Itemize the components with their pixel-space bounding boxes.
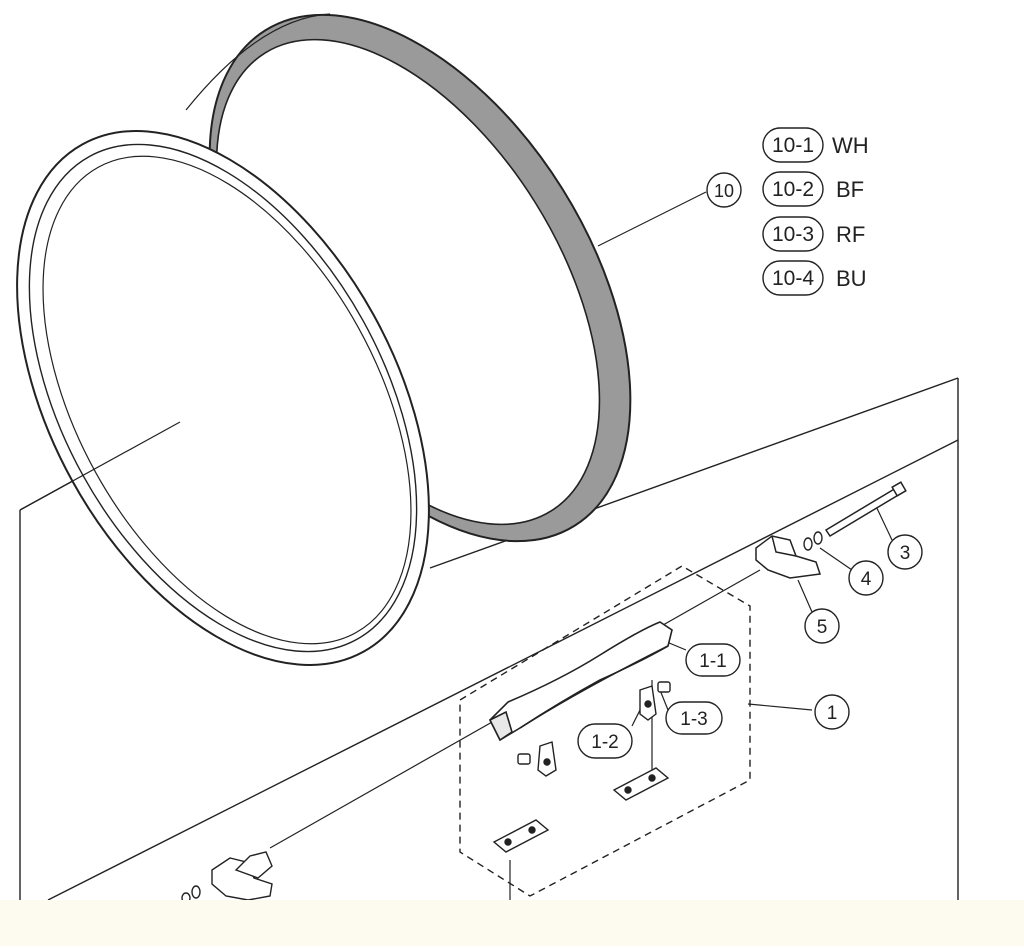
callout-bracket-plate-label: 1-2	[591, 732, 618, 753]
rim-variant-suffix: BU	[836, 266, 867, 291]
callout-rim: 10	[706, 172, 742, 208]
rim-variant-suffix: BF	[836, 177, 864, 202]
bolt	[824, 481, 907, 538]
rim-variant-suffix: WH	[832, 133, 869, 158]
bracket-screw	[517, 681, 671, 765]
bottom-margin-band	[0, 900, 1024, 946]
bracket-assembly-boundary	[459, 565, 751, 897]
washer	[803, 531, 823, 551]
mounting-plate	[492, 767, 670, 853]
lower-clamp	[181, 851, 273, 904]
callout-bracket-bar-label: 1-1	[699, 651, 726, 672]
callout-bracket-screw-label: 1-3	[680, 709, 707, 730]
callout-washer-label: 4	[861, 569, 872, 590]
callout-bracket-assembly: 1	[814, 694, 850, 730]
rim-variant-legend: 10-1 WH 10-2 BF 10-3 RF 10-4 BU	[762, 127, 869, 296]
callout-bracket-bar: 1-1	[685, 643, 741, 677]
rim-variant-4: 10-4 BU	[762, 260, 867, 296]
callout-rim-label: 10	[714, 181, 734, 201]
rim-variant-suffix: RF	[836, 222, 865, 247]
callout-bolt: 3	[887, 534, 923, 570]
callout-bracket-plate: 1-2	[577, 723, 633, 759]
callout-washer: 4	[848, 560, 884, 596]
bracket-bar	[488, 621, 673, 742]
rim-variant-code: 10-3	[772, 223, 814, 246]
callout-bracket-assembly-label: 1	[827, 703, 838, 724]
callout-bracket-screw: 1-3	[665, 701, 723, 735]
callout-bolt-label: 3	[900, 543, 911, 564]
clamp	[755, 535, 821, 579]
rim-variant-code: 10-4	[772, 267, 814, 290]
callout-clamp: 5	[804, 608, 840, 644]
rim-variant-1: 10-1 WH	[762, 127, 869, 163]
callout-clamp-label: 5	[817, 617, 828, 638]
rim-variant-code: 10-2	[772, 178, 814, 201]
rim-variant-3: 10-3 RF	[762, 216, 865, 252]
rim-variant-2: 10-2 BF	[762, 171, 864, 207]
rim-variant-code: 10-1	[772, 134, 814, 157]
bracket-plate	[537, 685, 657, 777]
